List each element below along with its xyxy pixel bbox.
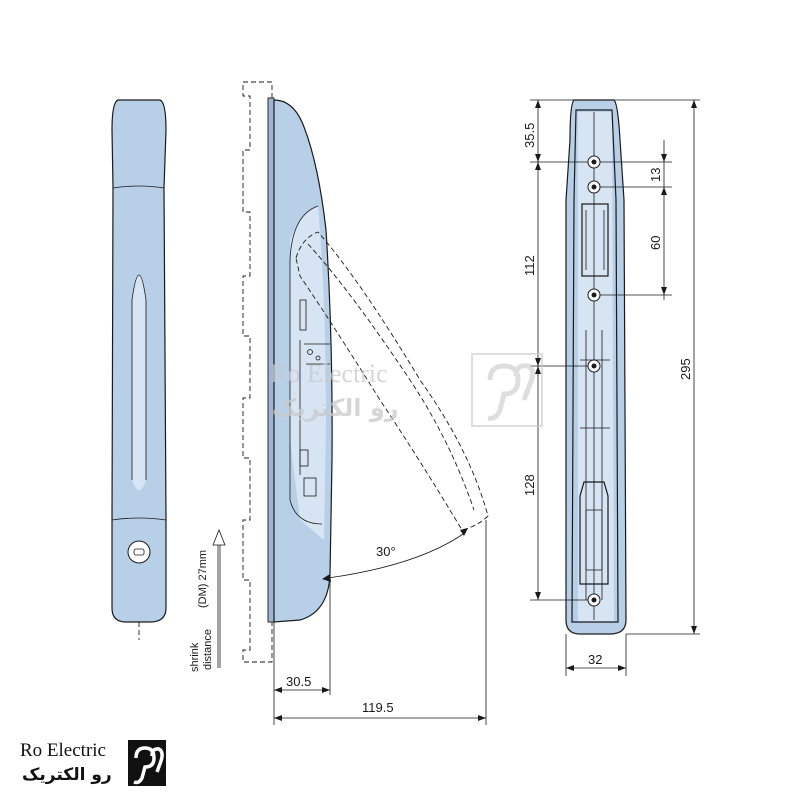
brand-logo: Ro Electric رو الکتریک [20,740,166,786]
watermark-english: Ro Electric [270,359,388,388]
screw-hole-4-icon [587,359,601,373]
angle-arc [327,531,467,579]
watermark: Ro Electric رو الکتریک [270,353,543,427]
watermark-logo-icon [471,353,543,427]
screw-hole-2-icon [587,180,601,194]
dm-label: (DM) 27mm [197,550,209,608]
screw-hole-3-icon [587,288,601,302]
dim-112: 112 [522,255,537,276]
front-grip-groove [132,275,146,490]
screw-hole-5-icon [587,593,601,607]
angle-label: 30° [376,544,396,559]
screw-hole-1-icon [587,155,601,169]
ro-electric-logo-icon [128,740,166,786]
dim-119-5: 119.5 [362,700,394,715]
logo-persian: رو الکتریک [22,765,112,785]
distance-label: distance [202,629,214,670]
dim-30-5: 30.5 [286,674,311,689]
opened-position-dashed [295,231,489,531]
dim-60: 60 [648,236,663,250]
dim-128: 128 [522,474,537,496]
watermark-persian: رو الکتریک [272,394,399,422]
front-view: shrink distance (DM) 27mm [111,99,226,672]
dim-13: 13 [648,168,663,182]
shrink-arrow-icon [212,528,226,668]
logo-english: Ro Electric [20,740,106,761]
dim-295: 295 [678,358,693,380]
lock-cylinder-icon [127,540,151,564]
dim-35-5: 35.5 [522,123,537,148]
back-view: 35.5 112 128 13 60 295 32 [522,99,700,676]
panel-profile-dashed [242,81,273,663]
dim-32: 32 [588,652,602,667]
shrink-label: shrink [189,642,201,672]
side-view: 30° 30.5 119.5 [242,81,489,725]
